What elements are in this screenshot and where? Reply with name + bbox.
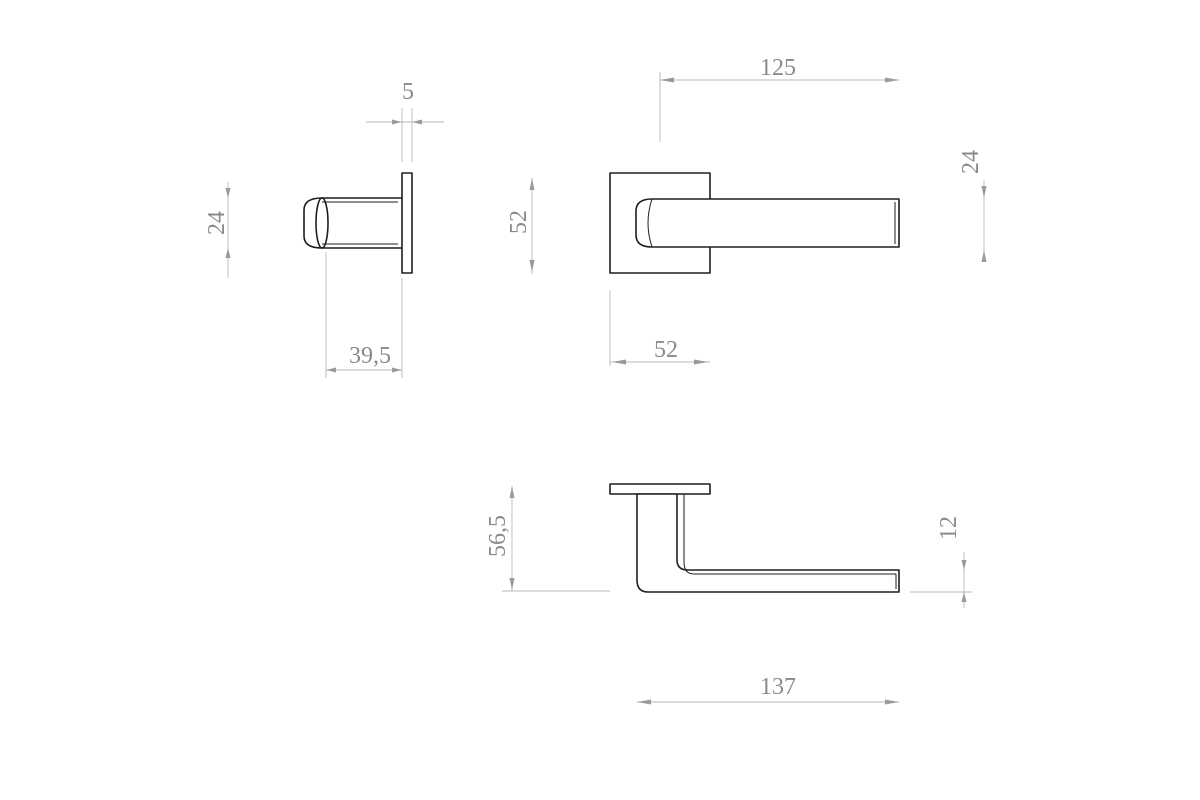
front-view-lever-neck — [647, 198, 653, 248]
dimension-total-projection-label: 56,5 — [485, 515, 511, 557]
side-view-shaft — [321, 197, 403, 249]
dimension-side-projection-label: 39,5 — [349, 343, 391, 369]
side-view-end-cap — [303, 197, 323, 249]
front-view — [609, 172, 900, 274]
dimension-side-height-label: 24 — [204, 211, 230, 235]
dimension-side-projection: 39,5 — [325, 252, 403, 378]
side-view — [303, 172, 413, 274]
top-view — [609, 483, 900, 593]
dimension-rose-width: 52 — [609, 290, 710, 366]
dimension-lever-thickness: 12 — [910, 516, 972, 608]
dimension-rose-height-label: 52 — [506, 210, 532, 234]
dimension-rose-thickness-label: 5 — [402, 79, 414, 105]
top-view-lever-inner-edge — [683, 494, 896, 575]
dimension-total-length: 137 — [637, 674, 899, 705]
dimension-side-height: 24 — [204, 182, 231, 278]
side-view-shaft-highlight — [322, 201, 398, 245]
dimension-lever-length: 125 — [659, 55, 899, 142]
side-view-end-cap-face — [315, 197, 329, 249]
side-view-rose-plate — [401, 172, 413, 274]
top-view-lever — [636, 493, 900, 593]
dimension-lever-length-label: 125 — [760, 55, 796, 81]
front-view-lever — [635, 198, 900, 248]
dimension-lever-width: 24 — [958, 150, 987, 262]
dimension-rose-width-label: 52 — [654, 337, 678, 363]
dimension-lever-thickness-label: 12 — [936, 516, 962, 540]
dimension-total-projection: 56,5 — [485, 486, 610, 592]
dimension-total-length-label: 137 — [760, 674, 796, 700]
dimension-rose-height: 52 — [506, 178, 535, 274]
dimension-rose-thickness: 5 — [366, 79, 444, 162]
top-view-rose-plate — [609, 483, 711, 495]
dimension-lever-width-label: 24 — [958, 150, 984, 174]
